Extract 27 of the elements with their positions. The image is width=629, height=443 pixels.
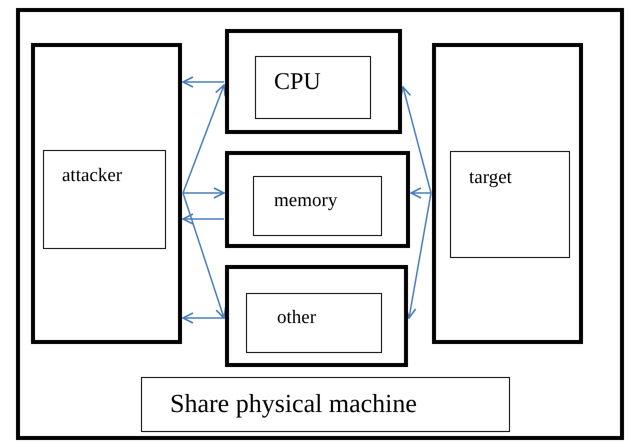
- arrow: [182, 76, 224, 88]
- frame-box: [432, 43, 583, 344]
- text-box: [246, 293, 382, 353]
- box-label: attacker: [62, 165, 122, 187]
- text-box: [255, 56, 371, 119]
- box-label: Share physical machine: [170, 389, 417, 419]
- arrow: [410, 187, 431, 199]
- arrow: [183, 187, 225, 199]
- arrow: [400, 86, 432, 194]
- arrow: [182, 192, 226, 319]
- frame-box: [225, 265, 408, 367]
- arrow: [182, 213, 224, 225]
- box-label: CPU: [274, 69, 321, 96]
- arrow: [405, 192, 432, 319]
- frame-box: [225, 151, 410, 248]
- box-label: memory: [274, 190, 338, 212]
- text-box: [253, 176, 382, 236]
- text-box: [141, 377, 510, 432]
- arrow: [182, 312, 224, 324]
- arrow: [182, 84, 226, 194]
- frame-box: [16, 8, 624, 440]
- box-label: other: [277, 307, 316, 329]
- box-label: target: [469, 167, 512, 189]
- frame-box: [31, 43, 182, 344]
- frame-box: [225, 29, 402, 134]
- text-box: [450, 151, 570, 258]
- text-box: [43, 150, 166, 249]
